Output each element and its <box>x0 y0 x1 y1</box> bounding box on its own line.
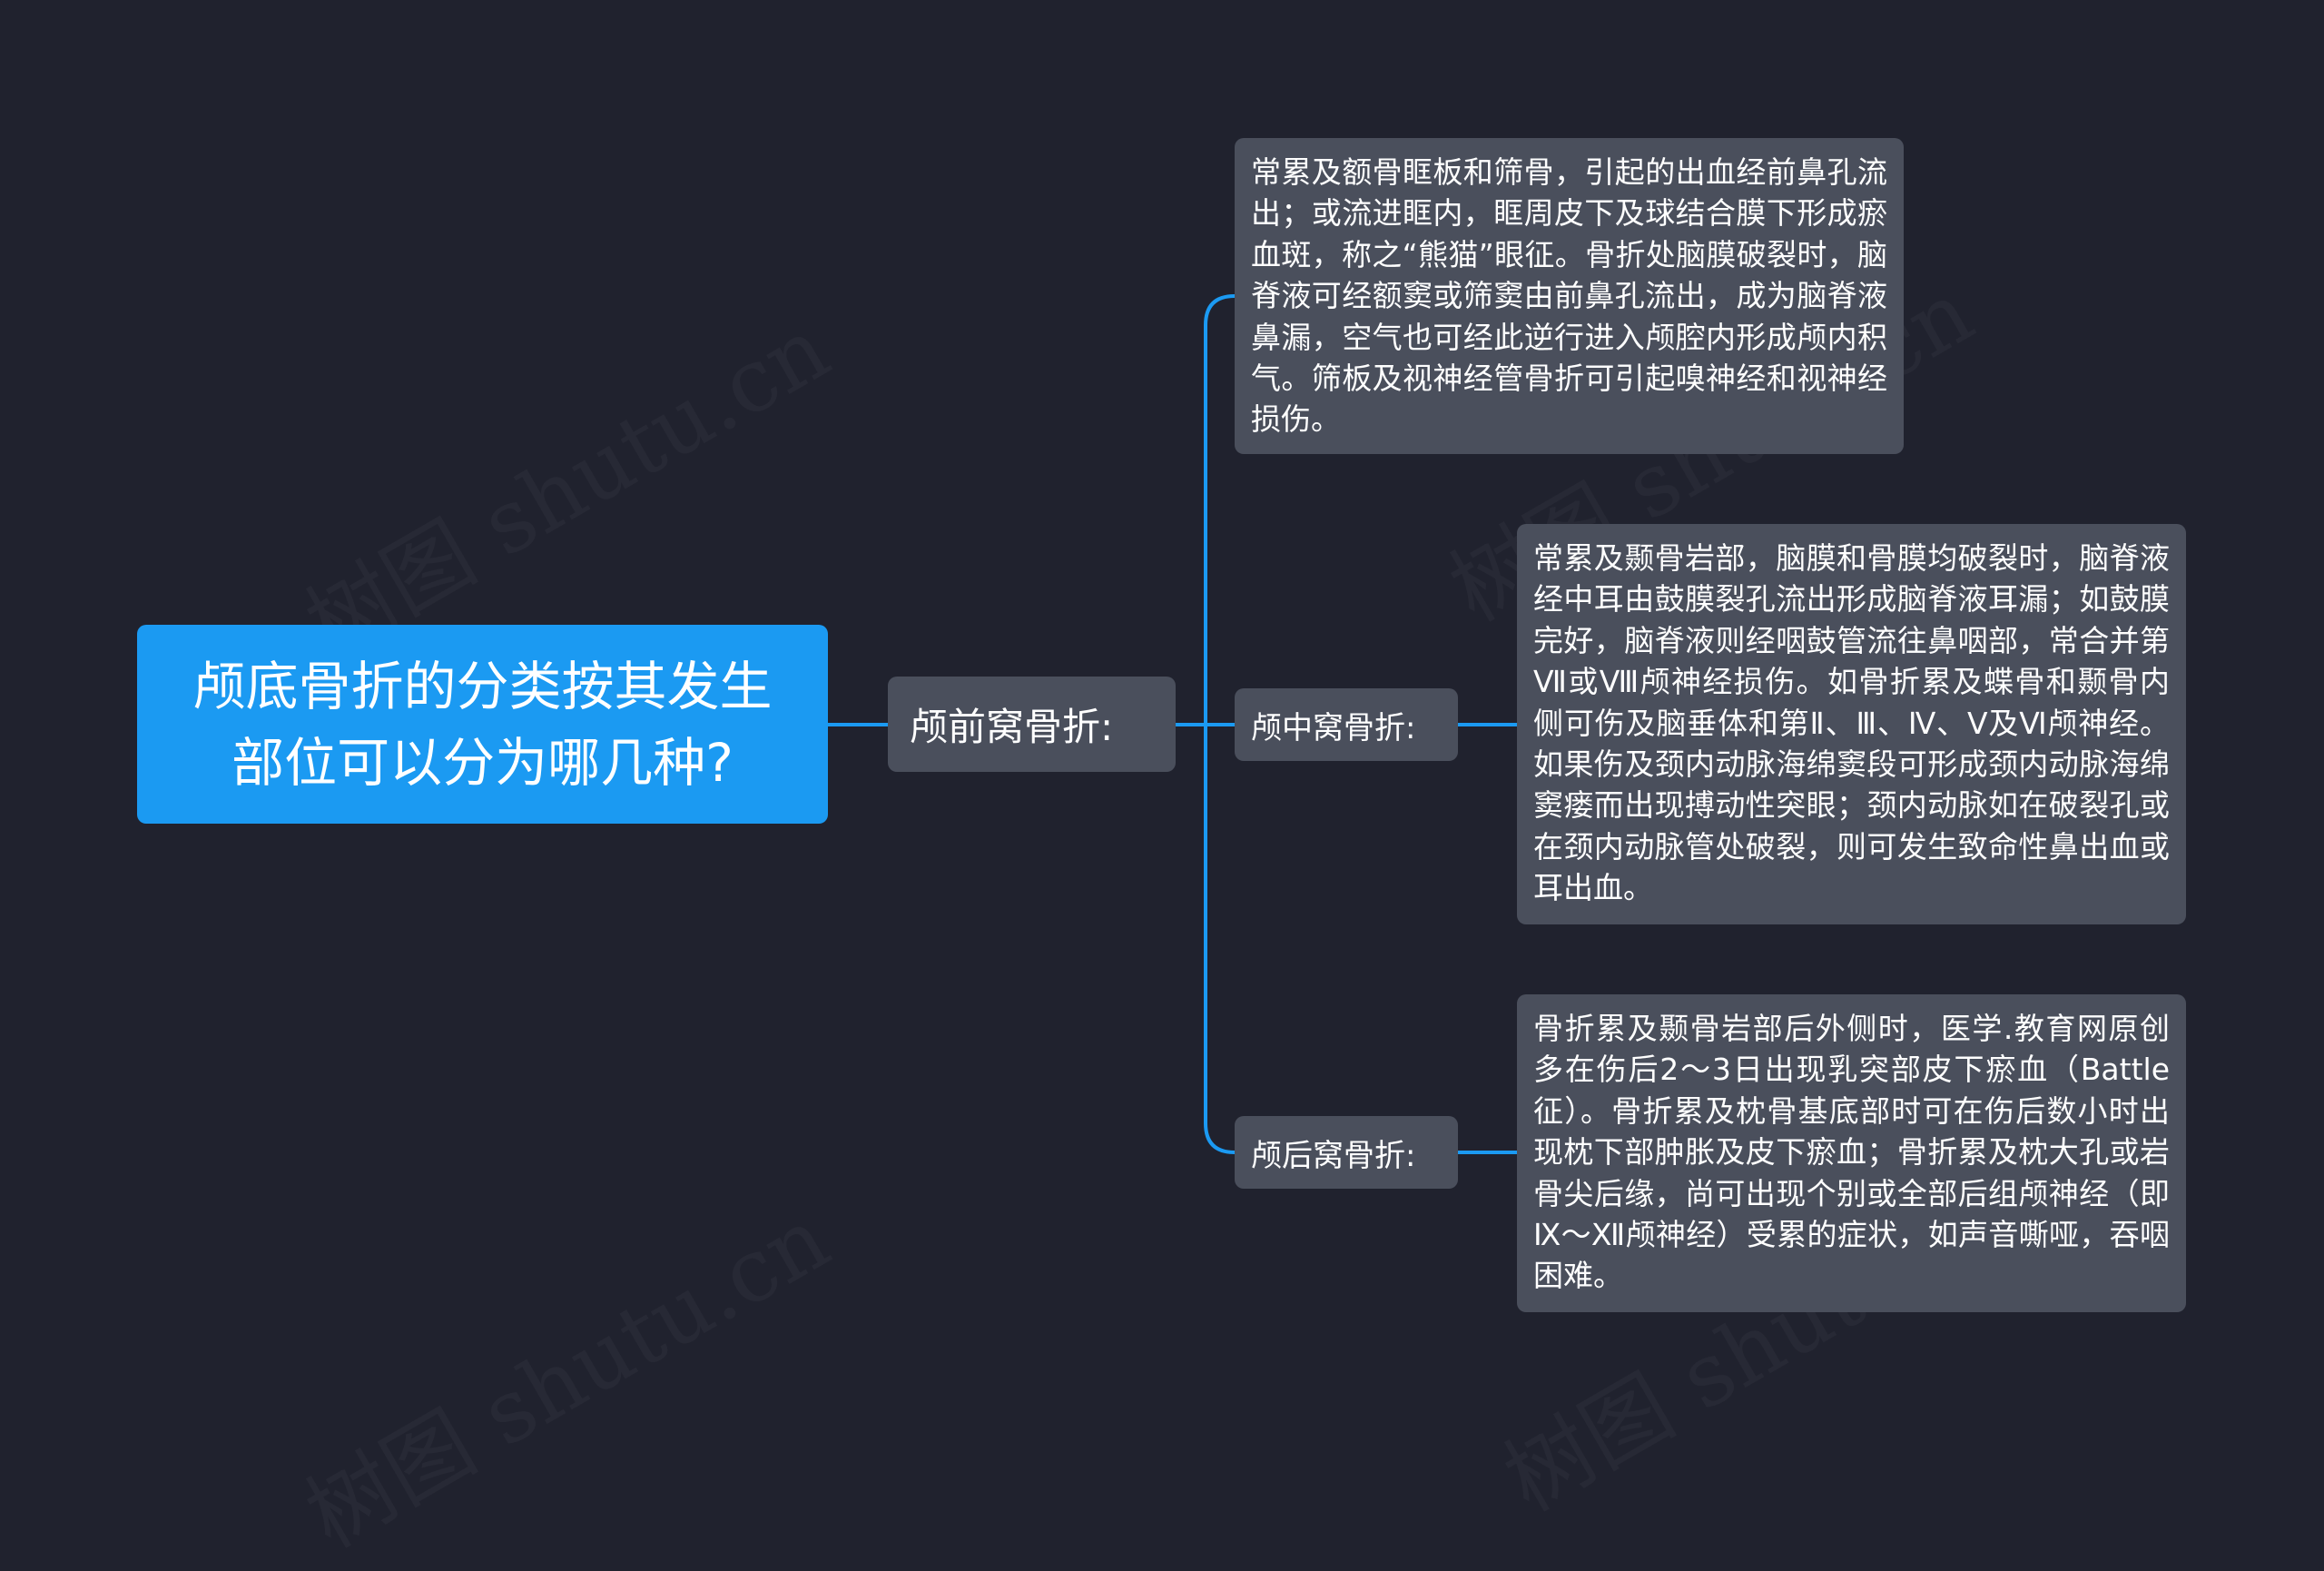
branch-label: 颅中窝骨折: <box>1251 709 1416 746</box>
leaf-text: 骨折累及颞骨岩部后外侧时，医学.教育网原创多在伤后2～3日出现乳突部皮下瘀血（B… <box>1533 1011 2170 1294</box>
root-topic[interactable]: 颅底骨折的分类按其发生部位可以分为哪几种? <box>137 625 828 824</box>
leaf-text: 常累及颞骨岩部，脑膜和骨膜均破裂时，脑脊液经中耳由鼓膜裂孔流出形成脑脊液耳漏；如… <box>1533 540 2170 906</box>
branch-label: 颅前窝骨折: <box>910 705 1114 749</box>
leaf-middle-fossa-description[interactable]: 常累及颞骨岩部，脑膜和骨膜均破裂时，脑脊液经中耳由鼓膜裂孔流出形成脑脊液耳漏；如… <box>1517 524 2186 924</box>
connector-lines <box>828 294 1517 1154</box>
leaf-text: 常累及额骨眶板和筛骨，引起的出血经前鼻孔流出；或流进眶内，眶周皮下及球结合膜下形… <box>1251 154 1887 438</box>
branch-label: 颅后窝骨折: <box>1251 1137 1416 1174</box>
root-topic-label: 颅底骨折的分类按其发生部位可以分为哪几种? <box>192 655 773 794</box>
branch-posterior-fossa-fracture[interactable]: 颅后窝骨折: <box>1235 1116 1458 1189</box>
leaf-anterior-fossa-description[interactable]: 常累及额骨眶板和筛骨，引起的出血经前鼻孔流出；或流进眶内，眶周皮下及球结合膜下形… <box>1235 138 1904 454</box>
branch-anterior-fossa-fracture[interactable]: 颅前窝骨折: <box>888 677 1176 772</box>
leaf-posterior-fossa-description[interactable]: 骨折累及颞骨岩部后外侧时，医学.教育网原创多在伤后2～3日出现乳突部皮下瘀血（B… <box>1517 994 2186 1312</box>
branch-middle-fossa-fracture[interactable]: 颅中窝骨折: <box>1235 688 1458 761</box>
